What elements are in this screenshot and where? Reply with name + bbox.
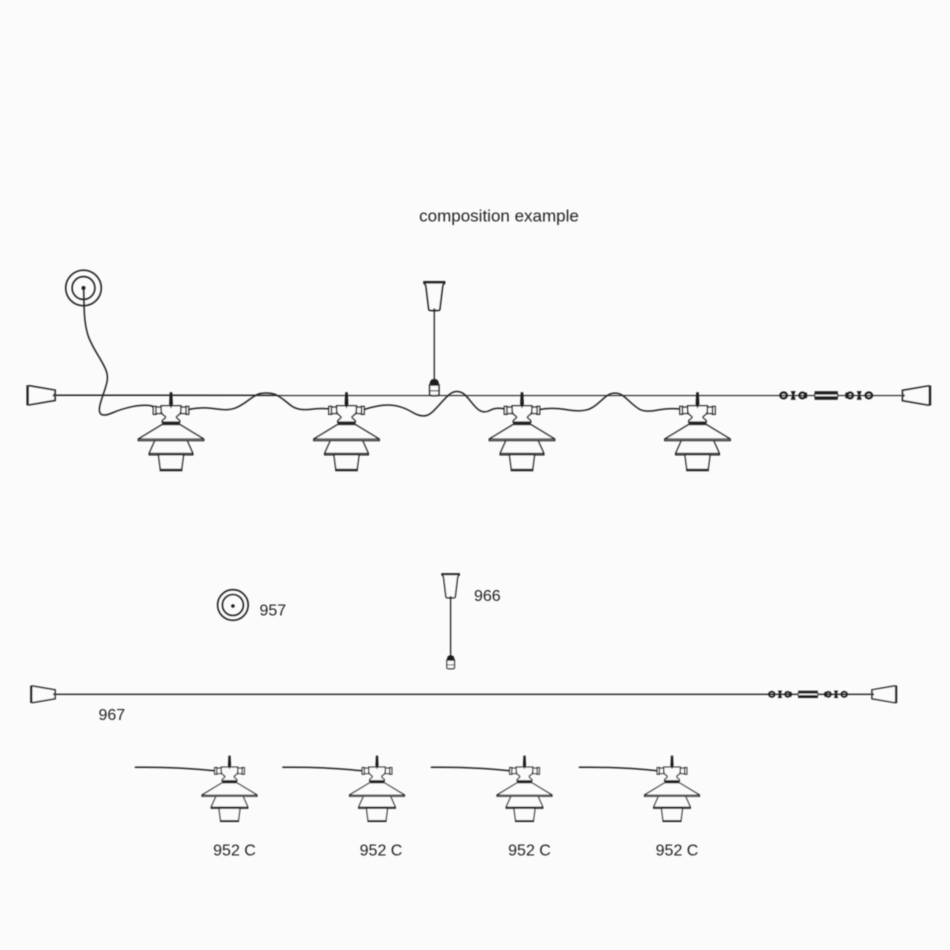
svg-text:967: 967 xyxy=(99,707,126,724)
svg-text:952 C: 952 C xyxy=(508,843,551,860)
svg-text:952 C: 952 C xyxy=(213,843,256,860)
svg-text:952 C: 952 C xyxy=(656,843,699,860)
svg-text:952 C: 952 C xyxy=(360,843,403,860)
svg-text:966: 966 xyxy=(474,588,501,605)
svg-text:957: 957 xyxy=(260,603,287,620)
svg-text:composition example: composition example xyxy=(419,207,579,226)
